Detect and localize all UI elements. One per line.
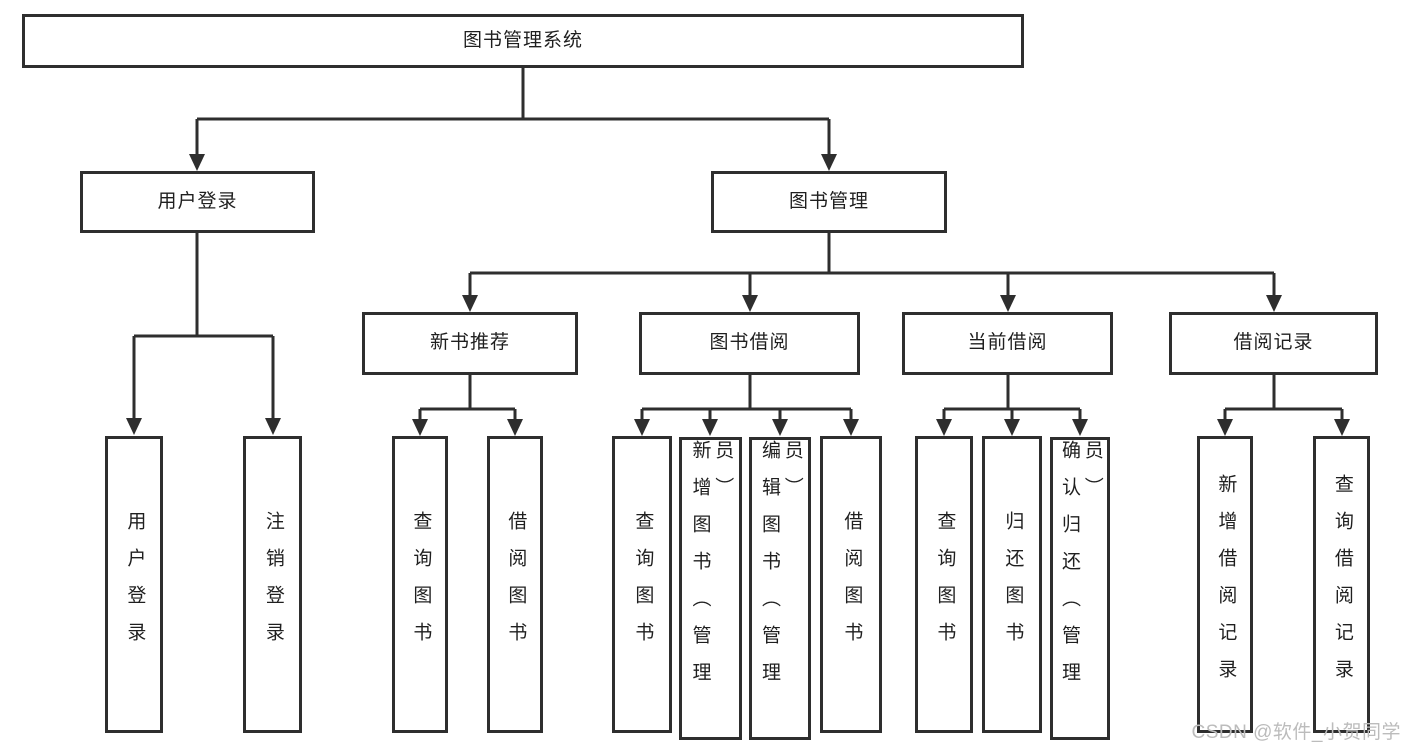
node-book-borrowing: 图书借阅: [639, 312, 860, 375]
node-current-borrowing: 当前借阅: [902, 312, 1113, 375]
leaf-query-books-borrowing: 查询图书: [612, 436, 672, 733]
node-book-management: 图书管理: [711, 171, 947, 233]
leaf-query-borrow-record: 查询借阅记录: [1313, 436, 1370, 733]
node-user-login: 用户登录: [80, 171, 315, 233]
leaf-borrow-books-recommend: 借阅图书: [487, 436, 543, 733]
leaf-edit-book-admin: 编辑图书（管理员）: [749, 437, 811, 740]
csdn-watermark: CSDN @软件_小贺同学: [1191, 722, 1401, 743]
leaf-return-books: 归还图书: [982, 436, 1042, 733]
leaf-borrow-books-borrowing: 借阅图书: [820, 436, 882, 733]
leaf-query-books-current: 查询图书: [915, 436, 973, 733]
leaf-logout-login: 注销登录: [243, 436, 302, 733]
node-borrowing-records: 借阅记录: [1169, 312, 1378, 375]
leaf-add-borrow-record: 新增借阅记录: [1197, 436, 1253, 733]
node-library-management-system: 图书管理系统: [22, 14, 1024, 68]
node-new-book-recommend: 新书推荐: [362, 312, 578, 375]
leaf-confirm-return-admin: 确认归还（管理员）: [1050, 437, 1110, 740]
leaf-user-login: 用户登录: [105, 436, 163, 733]
leaf-add-book-admin: 新增图书（管理员）: [679, 437, 742, 740]
leaf-query-books-recommend: 查询图书: [392, 436, 448, 733]
